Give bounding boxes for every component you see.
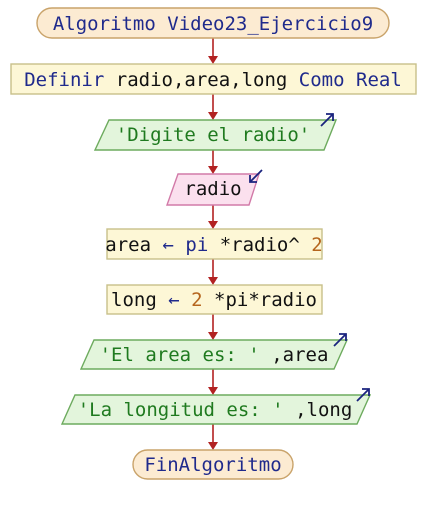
output-string-3: 'La longitud es: ': [78, 399, 284, 421]
output-string-2: 'El area es: ': [100, 344, 260, 366]
assign-label-1: area ← pi *radio^ 2: [105, 234, 322, 256]
end-shape: [132, 449, 294, 480]
input-label: radio: [184, 178, 241, 200]
define-como: Como: [299, 69, 345, 91]
assign-label-2: long ← 2 *pi*radio: [111, 289, 317, 311]
input-arrow-icon: [249, 169, 263, 183]
output-label-3: 'La longitud es: ' ,long: [78, 399, 353, 421]
define-keyword: Definir: [24, 69, 104, 91]
output-vars-2: ,area: [271, 344, 328, 366]
output-node-3[interactable]: 'La longitud es: ' ,long: [60, 388, 372, 425]
output-arrow-icon-3: [356, 388, 370, 402]
assign-shape-2: [106, 284, 323, 315]
output-node-2[interactable]: 'El area es: ' ,area: [79, 333, 349, 370]
input-node[interactable]: radio: [166, 169, 263, 206]
assign-shape-1: [106, 228, 323, 260]
define-node[interactable]: Definir radio,area,long Como Real: [10, 63, 417, 95]
start-node[interactable]: Algoritmo Video23_Ejercicio9: [36, 7, 390, 39]
assign-arrow-2: ←: [168, 289, 179, 311]
start-keyword: Algoritmo: [53, 13, 156, 35]
input-shape: [166, 173, 260, 206]
connectors: [208, 38, 218, 450]
assign-node-1[interactable]: area ← pi *radio^ 2: [105, 228, 323, 260]
define-shape: [10, 63, 417, 95]
output-shape-2: [79, 339, 349, 370]
assign-target-2: long: [111, 289, 157, 311]
input-variable: radio: [184, 178, 241, 200]
output-shape-1: [93, 119, 338, 151]
end-label: FinAlgoritmo: [144, 454, 281, 476]
end-node[interactable]: FinAlgoritmo: [132, 449, 294, 480]
output-arrow-icon: [320, 113, 334, 127]
assign-number-2: 2: [191, 289, 202, 311]
output-vars-3: ,long: [295, 399, 352, 421]
assign-expr-1: *radio^: [220, 234, 300, 256]
assign-node-2[interactable]: long ← 2 *pi*radio: [106, 284, 323, 315]
output-node-1[interactable]: 'Digite el radio': [93, 113, 338, 151]
define-type: Real: [356, 69, 402, 91]
output-shape-3: [60, 394, 372, 425]
output-label-1: 'Digite el radio': [116, 124, 310, 146]
output-arrow-icon-2: [333, 333, 347, 347]
assign-expr-2: *pi*radio: [214, 289, 317, 311]
define-vars: radio,area,long: [116, 69, 288, 91]
assign-arrow-1: ←: [162, 234, 173, 256]
start-label: Algoritmo Video23_Ejercicio9: [53, 13, 373, 35]
start-shape: [36, 7, 390, 39]
output-string-1: 'Digite el radio': [116, 124, 310, 146]
assign-target-1: area: [105, 234, 151, 256]
assign-number-1: 2: [311, 234, 322, 256]
output-label-2: 'El area es: ' ,area: [100, 344, 329, 366]
algorithm-name: Video23_Ejercicio9: [167, 13, 373, 35]
assign-pi-1: pi: [185, 234, 208, 256]
define-label: Definir radio,area,long Como Real: [24, 69, 402, 91]
